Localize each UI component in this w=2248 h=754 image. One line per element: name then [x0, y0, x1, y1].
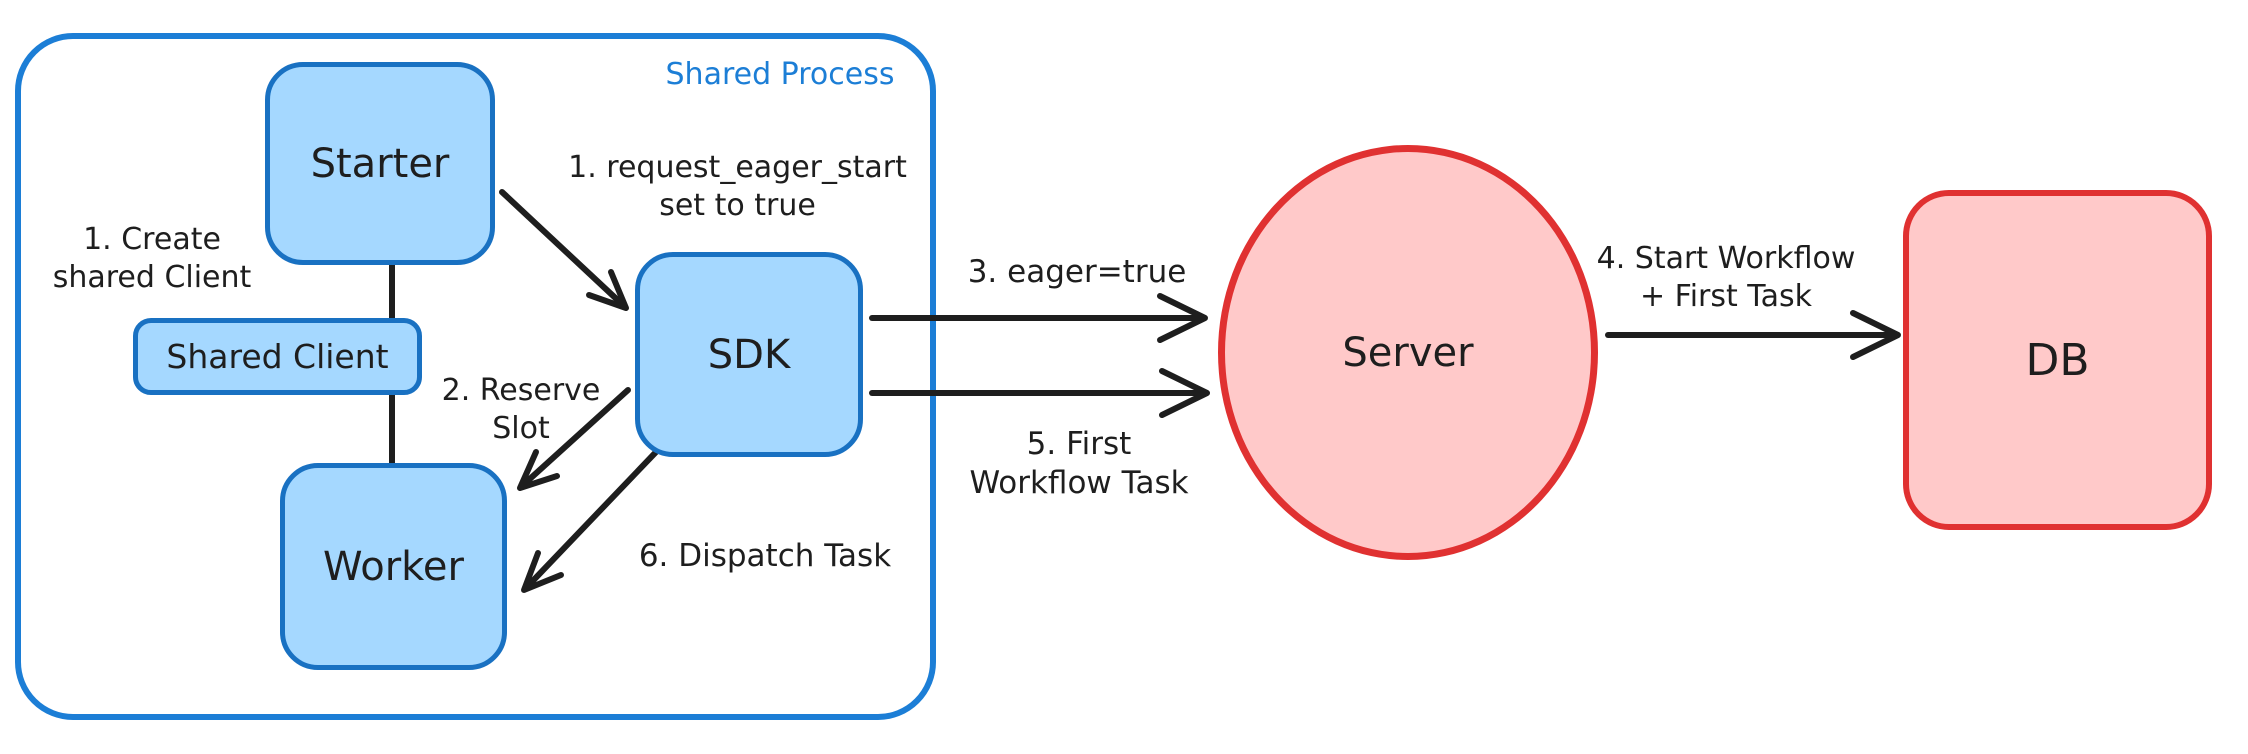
arrow-1-request-eager-start	[499, 189, 629, 311]
annotation-start-workflow: 4. Start Workflow + First Task	[1576, 240, 1876, 315]
worker-label: Worker	[323, 543, 464, 590]
arrow-2-reserve-slot	[517, 387, 631, 491]
annotation-line: 6. Dispatch Task	[638, 538, 892, 574]
annotation-line: 3. eager=true	[967, 254, 1187, 290]
server-label: Server	[1342, 329, 1474, 376]
shared-process-label: Shared Process	[665, 57, 895, 92]
annotation-create-shared-client: 1. Create shared Client	[37, 221, 267, 296]
server-node: Server	[1218, 145, 1598, 560]
annotation-reserve-slot: 2. Reserve Slot	[421, 372, 621, 447]
starter-node: Starter	[265, 62, 495, 265]
db-label: DB	[2025, 334, 2090, 386]
annotation-request-eager-start: 1. request_eager_start set to true	[535, 149, 940, 224]
annotation-line: Slot	[492, 410, 550, 446]
sdk-node: SDK	[635, 252, 863, 457]
annotation-line: Workflow Task	[969, 464, 1189, 501]
annotation-line: 4. Start Workflow	[1596, 241, 1856, 276]
db-node: DB	[1903, 190, 2212, 530]
arrow-3-eager-true	[869, 293, 1208, 343]
annotation-line: set to true	[659, 187, 816, 223]
starter-label: Starter	[310, 140, 450, 187]
arrow-5-first-workflow-task	[869, 368, 1210, 418]
shared-client-label: Shared Client	[166, 337, 389, 376]
shared-client-node: Shared Client	[133, 318, 422, 395]
arrow-6-dispatch-task	[521, 449, 659, 593]
annotation-line: 2. Reserve	[441, 373, 601, 408]
annotation-line: 1. Create	[83, 222, 221, 257]
annotation-dispatch-task: 6. Dispatch Task	[612, 537, 918, 576]
annotation-eager-true: 3. eager=true	[948, 253, 1206, 292]
worker-node: Worker	[280, 463, 507, 670]
annotation-line: 1. request_eager_start	[568, 150, 907, 185]
annotation-line: shared Client	[52, 259, 252, 295]
shared-process-container	[15, 33, 936, 720]
arrow-4-start-workflow	[1605, 310, 1901, 360]
annotation-line: 5. First	[1026, 426, 1132, 462]
annotation-first-workflow-task: 5. First Workflow Task	[950, 425, 1208, 503]
annotation-line: + First Task	[1639, 278, 1813, 314]
sdk-label: SDK	[707, 331, 791, 378]
